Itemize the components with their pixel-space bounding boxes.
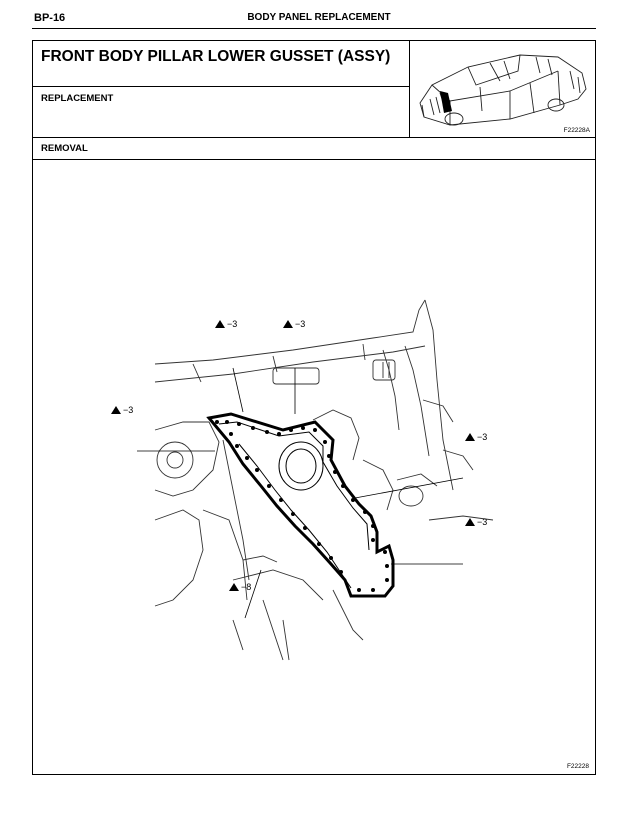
callout-label: −3 — [295, 319, 306, 329]
procedure-frame: FRONT BODY PILLAR LOWER GUSSET (ASSY) RE… — [32, 40, 596, 775]
callout-left: −3 — [111, 405, 133, 415]
callout-right-upper: −3 — [465, 432, 487, 442]
section-title: BODY PANEL REPLACEMENT — [247, 12, 391, 23]
callout-label: −3 — [227, 319, 238, 329]
callout-label: −3 — [123, 405, 134, 415]
callout-top-left: −3 — [215, 319, 237, 329]
component-title: FRONT BODY PILLAR LOWER GUSSET (ASSY) — [41, 48, 391, 65]
header-rule — [32, 28, 596, 29]
page-code: BP-16 — [34, 12, 66, 24]
gusset-removal-illustration — [137, 299, 494, 661]
callout-label: −3 — [477, 517, 488, 527]
figure-code: F22228 — [566, 763, 589, 770]
subtitle-row: REPLACEMENT — [33, 86, 410, 110]
procedure-heading: REMOVAL — [41, 143, 88, 154]
section-divider — [33, 137, 595, 138]
spot-weld-icon — [111, 406, 121, 414]
thumbnail-code: F22228A — [563, 127, 590, 134]
component-subtitle: REPLACEMENT — [41, 93, 114, 104]
callout-bottom: −8 — [229, 582, 251, 592]
car-body-icon — [419, 54, 587, 126]
spot-weld-icon — [283, 320, 293, 328]
location-thumbnail: F22228A — [410, 41, 596, 137]
spot-weld-icon — [465, 518, 475, 526]
spot-weld-icon — [229, 583, 239, 591]
title-cell: FRONT BODY PILLAR LOWER GUSSET (ASSY) RE… — [33, 41, 410, 137]
callout-top-right: −3 — [283, 319, 305, 329]
callout-right-lower: −3 — [465, 517, 487, 527]
spot-weld-icon — [465, 433, 475, 441]
callout-label: −3 — [477, 432, 488, 442]
spot-weld-icon — [215, 320, 225, 328]
callout-label: −8 — [241, 582, 252, 592]
page-header: BP-16 BODY PANEL REPLACEMENT — [0, 0, 638, 30]
heading-divider — [33, 159, 595, 160]
